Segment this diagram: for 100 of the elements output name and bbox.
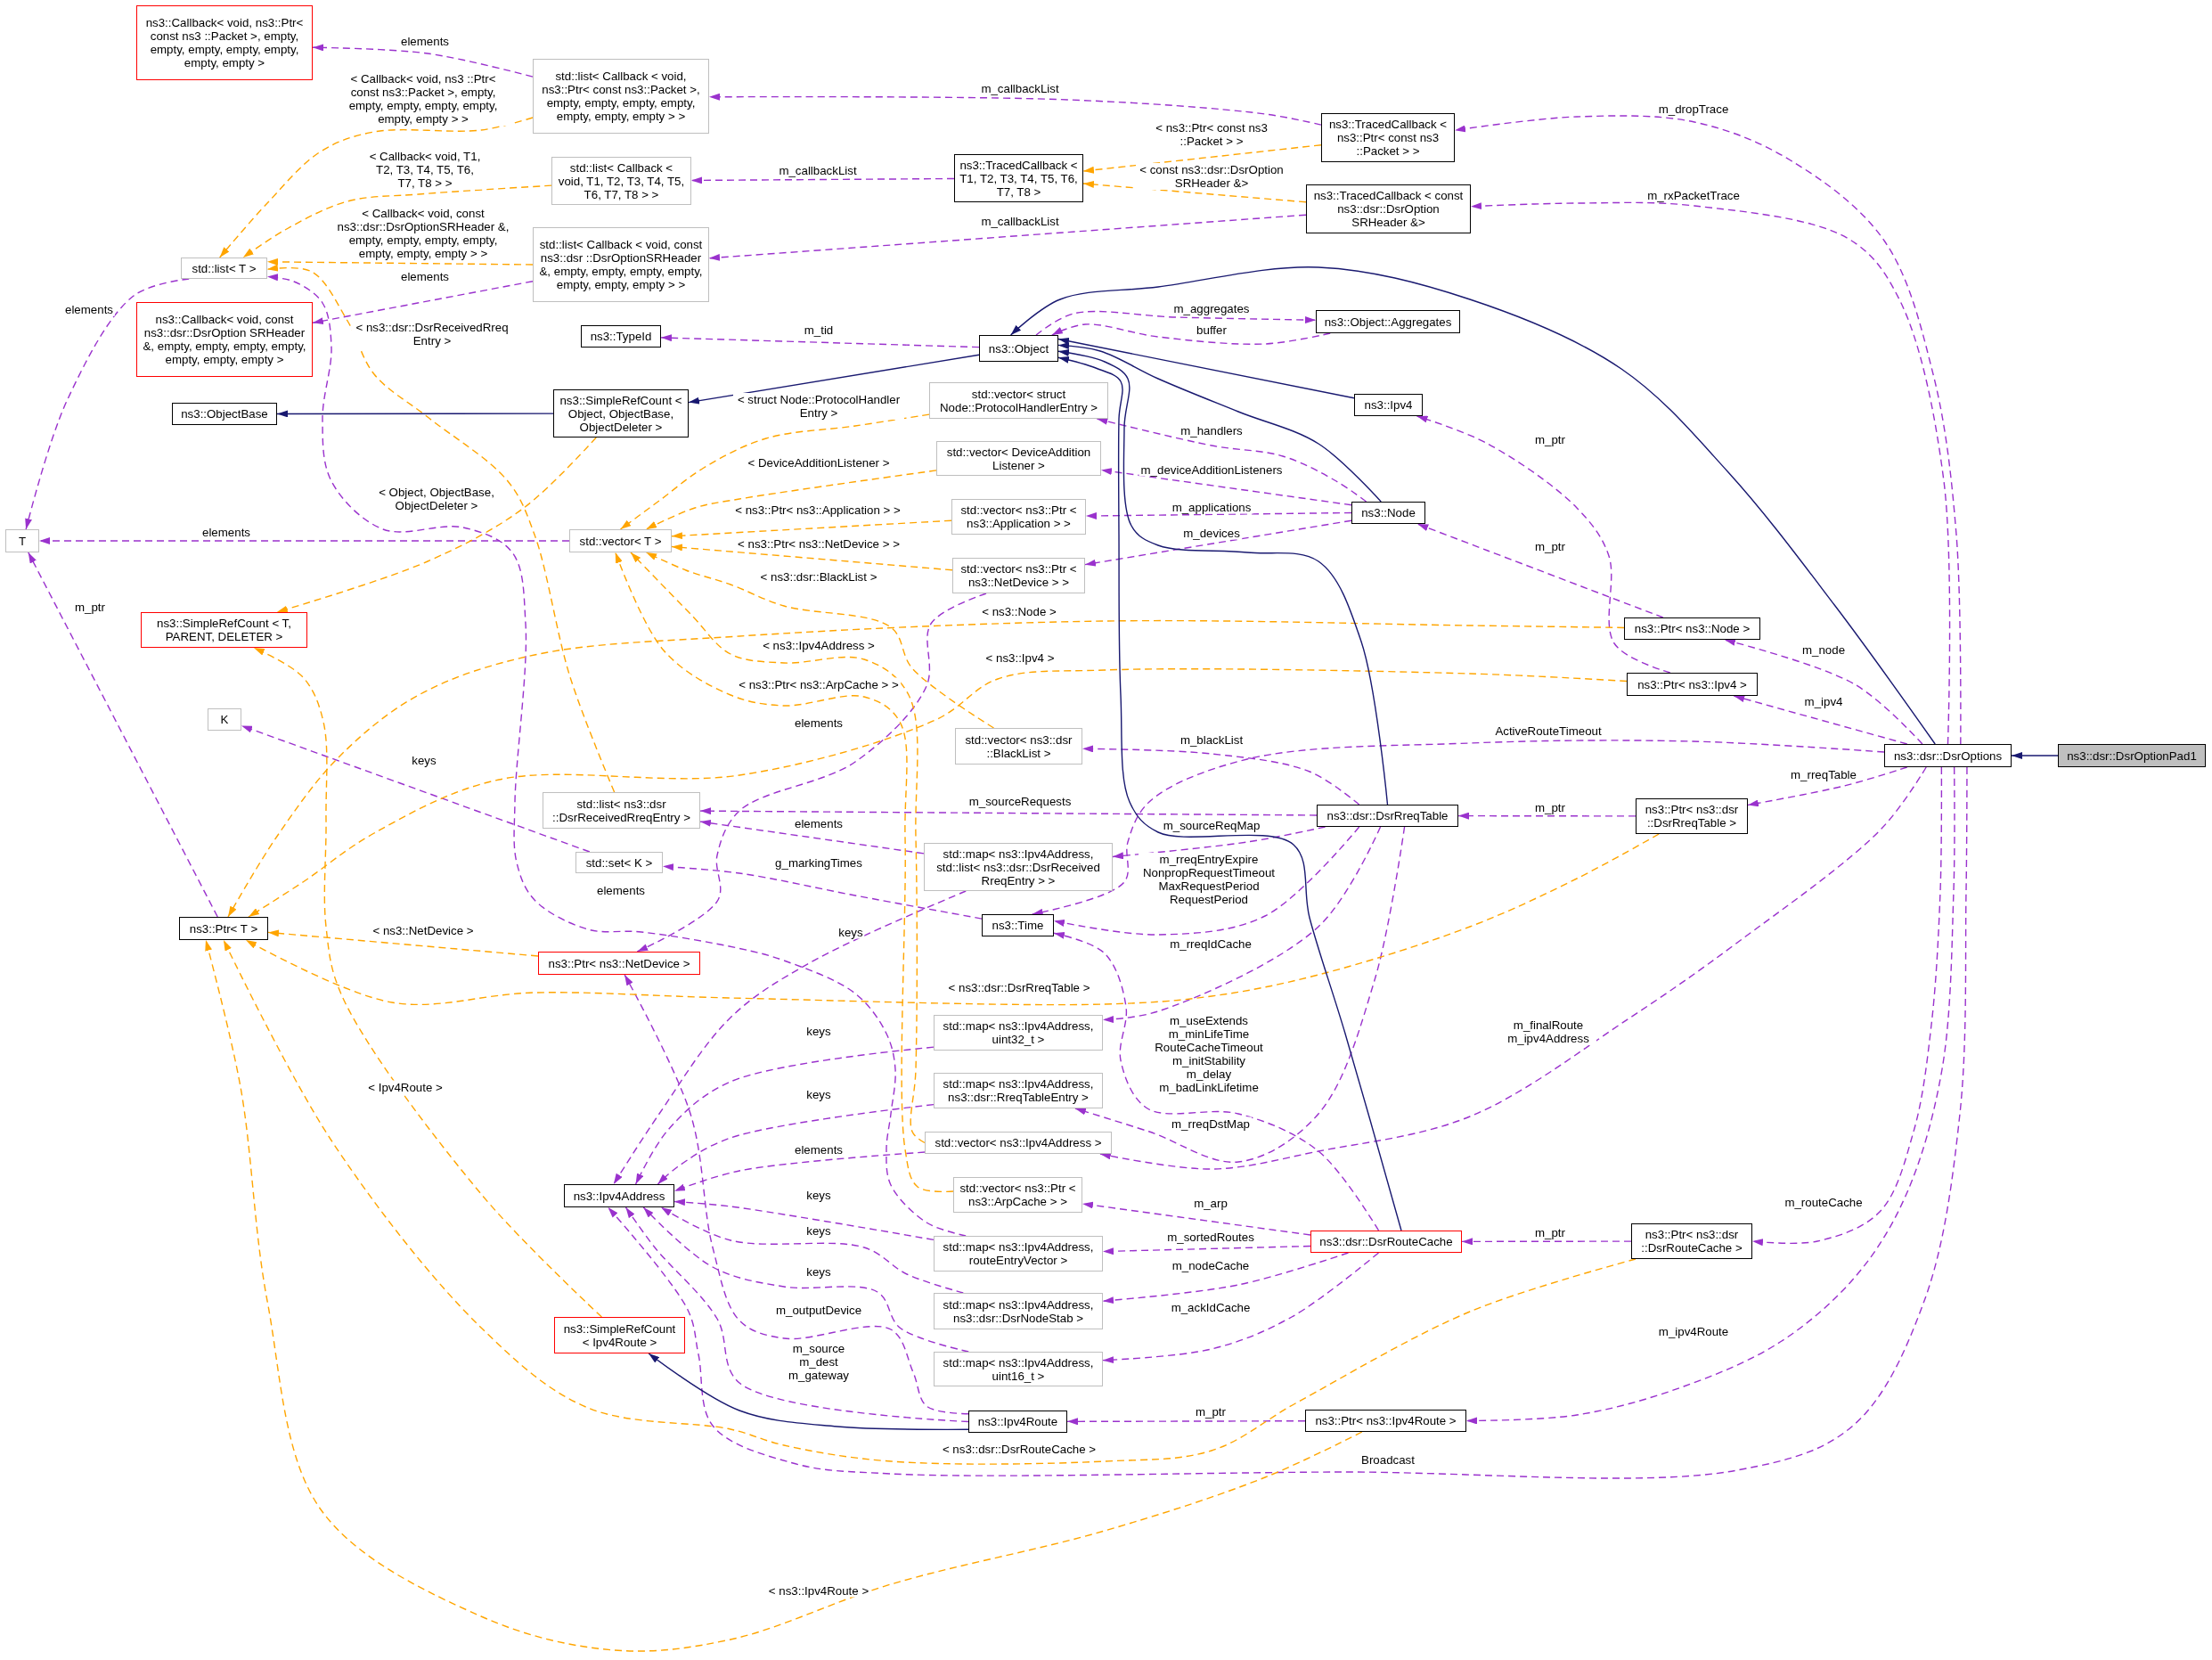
class-name: ns3::Ptr< ns3::dsr ::DsrRreqTable > [1644,803,1740,830]
arrow [253,647,603,1318]
class-name: ns3::dsr::DsrRouteCache [1319,1235,1453,1248]
arrow [1082,181,1307,203]
class-name: ns3::SimpleRefCount < T, PARENT, DELETER > [156,617,292,643]
class-box [141,612,307,648]
class-name: ns3::Ipv4Route [977,1415,1058,1428]
arrow [38,537,570,544]
arrow [1102,1245,1311,1255]
class-name: ns3::Object::Aggregates [1324,315,1452,329]
class-box [1351,502,1425,524]
class-box [982,914,1054,936]
arrow [673,1198,935,1241]
class-box [1321,113,1455,162]
arrow [1470,201,1951,745]
arrow [1051,323,1331,345]
arrow [671,519,952,540]
arrow [28,552,218,918]
arrow [624,974,969,1415]
class-box [136,5,313,80]
class-name: ns3::TracedCallback < const ns3::dsr::DsrOption SRHeader &> [1312,189,1465,229]
class-box [208,708,241,731]
class-name: ns3::Ptr< ns3::Ipv4 > [1637,677,1747,691]
arrow [1454,115,1962,745]
arrow [1733,695,1908,745]
edge-label: < struct Node::ProtocolHandler Entry > [733,393,904,420]
class-name: std::map< ns3::Ipv4Address, uint32_t > [942,1019,1095,1046]
arrow [25,278,190,530]
class-box [934,1352,1103,1386]
arrow [2011,752,2059,759]
class-name: ns3::dsr::DsrRreqTable [1326,809,1449,822]
class-name: std::list< T > [192,261,257,275]
arrow [1066,1418,1306,1426]
arrow [1074,826,1406,1163]
class-name: ns3::TracedCallback < T1, T2, T3, T4, T5, T6, T7, T8 > [959,158,1078,199]
class-name: std::map< ns3::Ipv4Address, ns3::dsr::RreqTableEntry > [942,1077,1095,1104]
class-box [934,1073,1103,1108]
class-box [1310,1231,1462,1253]
arrow [1751,766,1943,1247]
class-box [553,389,689,437]
class-box [564,1184,674,1207]
class-name: ns3::Callback< void, const ns3::dsr::DsrOption SRHeader &, empty, empty, empty, empty, empty, empty, empty > [142,313,307,366]
arrow [266,274,967,1237]
class-box [581,325,661,348]
class-box [1631,1223,1752,1259]
arrow [245,833,1660,1006]
arrow [248,668,1628,918]
class-box [925,1132,1112,1154]
arrow [1053,931,1380,1231]
class-box [934,1293,1103,1329]
arrow [267,929,539,957]
arrow [1102,826,1382,1023]
class-name: ns3::TypeId [590,330,652,343]
class-name: ns3::ObjectBase [181,407,268,421]
class-box [533,227,709,302]
arrow [227,619,1625,918]
class-box [924,843,1113,891]
class-box [1624,617,1760,640]
class-name: std::vector< DeviceAddition Listener > [945,445,1092,472]
class-name: ns3::Ptr< ns3::Ipv4Route > [1315,1414,1457,1427]
class-box [934,1015,1103,1051]
arrow [1057,337,1355,399]
edge-label: < Callback< void, const ns3::dsr::DsrOptionSRHeader &, empty, empty, empty, empty, empty, empty, empty > > [335,207,511,260]
arrow [1032,740,1885,916]
class-box [538,952,700,975]
class-name: T [18,534,27,548]
class-name: ns3::SimpleRefCount < Object, ObjectBase, ObjectDeleter > [559,393,683,434]
class-name: std::vector< ns3::Ptr < ns3::Application > > [959,503,1078,530]
arrow [699,807,1318,816]
arrow [241,724,591,853]
class-box [1317,805,1458,827]
arrow [312,281,534,324]
arrow [699,819,925,855]
class-name: ns3::Node [1361,506,1416,519]
edge-label: m_rreqDstMap [1170,1116,1252,1131]
arrow [1082,745,1360,805]
class-name: std::map< ns3::Ipv4Address, uint16_t > [942,1355,1095,1383]
class-name: ns3::dsr::DsrOptions [1893,748,2003,763]
class-box [2058,744,2206,767]
class-name: ns3::Object [988,341,1049,356]
arrow [1416,415,1671,674]
class-box [1884,744,2012,767]
arrow [690,176,955,184]
arrow [1099,766,1927,1170]
arrow [688,354,980,405]
class-box [979,335,1058,362]
class-name: std::vector< ns3::dsr ::BlackList > [964,732,1073,760]
arrow [645,470,937,530]
class-box [968,1411,1067,1433]
class-box [1305,1410,1466,1432]
arrow [1084,519,1352,567]
class-name: std::map< ns3::Ipv4Address, std::list< ns3::dsr::DsrReceived RreqEntry > > [935,846,1101,887]
class-box [172,403,277,425]
class-box [181,258,267,279]
class-box [1316,310,1460,333]
class-name: std::list< Callback < void, T1, T2, T3, T4, T5, T6, T7, T8 > > [557,160,686,201]
class-name: std::set< K > [585,855,653,870]
arrow [613,890,967,1185]
class-box [951,499,1086,535]
class-name: ns3::Ptr< T > [189,921,258,936]
